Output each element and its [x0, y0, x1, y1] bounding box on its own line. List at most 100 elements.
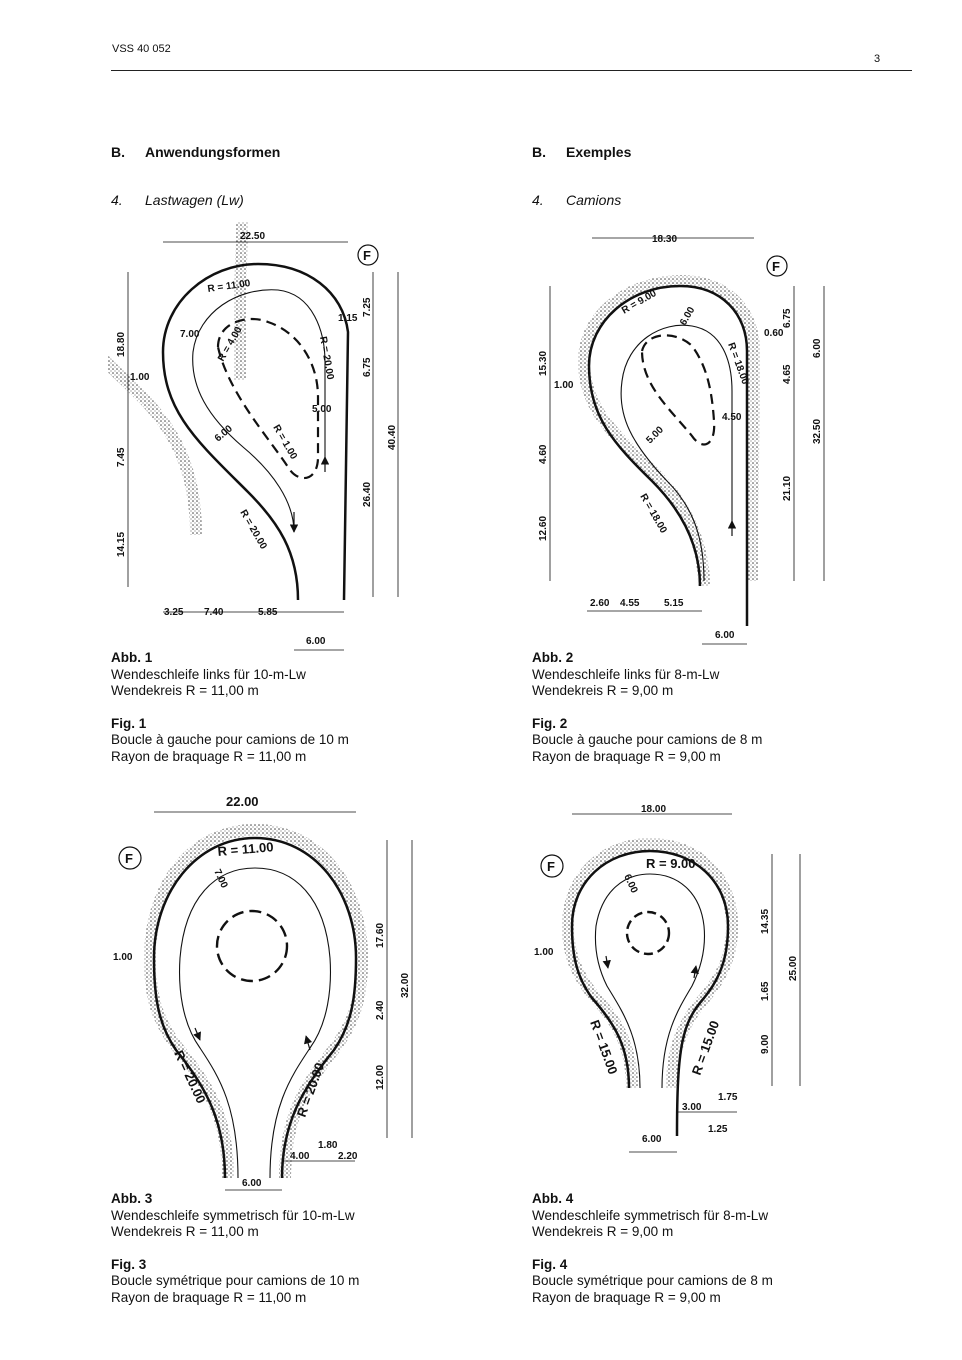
abb-4-title: Abb. 4 [532, 1191, 574, 1206]
fig1-outer-edge [161, 262, 350, 601]
left-sub-number: 4. [111, 192, 123, 208]
fig-1-title: Fig. 1 [111, 715, 147, 731]
fig1-b585-label: 5.85 [258, 607, 278, 618]
fig3-b400-label: 4.00 [290, 1151, 310, 1162]
fig2-outer-edge [587, 284, 749, 626]
fig3-direction-arrow-left [193, 1027, 201, 1041]
fig1-d100-label: 1.00 [130, 372, 150, 383]
fig4-b300-label: 3.00 [682, 1102, 702, 1113]
abb-1-line-1: Wendeschleife links für 10-m-Lw [111, 666, 306, 682]
fig3-width-label: 22.00 [226, 794, 259, 809]
left-section-letter: B. [111, 144, 125, 160]
fig4-direction-arrow-right [690, 965, 699, 979]
abb-2-line-2: Wendekreis R = 9,00 m [532, 683, 674, 698]
fig4-r-right-label: R = 15.00 [689, 1019, 723, 1077]
fig3-b180-label: 1.80 [318, 1140, 338, 1151]
fig1-h745-label: 7.45 [116, 447, 127, 467]
fig1-b325-label: 3.25 [164, 607, 184, 618]
fig-4-line-2: Rayon de braquage R = 9,00 m [532, 1289, 721, 1305]
figure-2-caption: Abb. 2 Wendeschleife links für 8-m-Lw We… [532, 650, 932, 765]
fig1-b740-label: 7.40 [204, 607, 224, 618]
fig-2-line-2: Rayon de braquage R = 9,00 m [532, 748, 721, 764]
fig-3-title: Fig. 3 [111, 1256, 147, 1272]
fig1-f-letter: F [363, 248, 371, 263]
figure-4-drawing: F 18.00 R = 9.00 6.00 1.00 R = 15.00 R =… [534, 804, 801, 1153]
fig2-d100-label: 1.00 [554, 380, 574, 391]
fig1-width-label: 22.50 [240, 231, 265, 242]
fig4-f-marker [540, 854, 564, 878]
fig3-h3200-label: 32.00 [400, 973, 411, 998]
abb-1-title: Abb. 1 [111, 650, 153, 665]
fig4-d100-label: 1.00 [534, 947, 554, 958]
fig2-h3250-label: 32.50 [812, 419, 823, 444]
abb-2-title: Abb. 2 [532, 650, 574, 665]
fig3-f-letter: F [125, 851, 133, 866]
fig3-b600-label: 6.00 [242, 1178, 262, 1189]
fig2-h2110-label: 21.10 [782, 476, 793, 501]
page-number: 3 [874, 53, 881, 65]
header-rule [111, 70, 912, 71]
fig4-width-label: 18.00 [641, 804, 666, 815]
abb-3-title: Abb. 3 [111, 1191, 153, 1206]
abb-2-line-1: Wendeschleife links für 8-m-Lw [532, 666, 720, 682]
fig1-d700-label: 7.00 [180, 329, 200, 340]
fig-3-line-2: Rayon de braquage R = 11,00 m [111, 1289, 307, 1305]
fig1-h725-label: 7.25 [362, 297, 373, 317]
fig4-b600-label: 6.00 [642, 1134, 662, 1145]
fig1-r-small-label: R = 1.00 [270, 423, 299, 462]
abb-3-line-2: Wendekreis R = 11,00 m [111, 1224, 259, 1239]
fig2-f-marker [766, 255, 788, 277]
fig1-h675-label: 6.75 [362, 357, 373, 377]
figure-1-caption: Abb. 1 Wendeschleife links für 10-m-Lw W… [111, 650, 511, 765]
fig3-d100-label: 1.00 [113, 952, 133, 963]
figure-2-drawing: F 18.30 R = 9.00 6.00 R = 18.00 0.60 1.0… [538, 234, 825, 645]
fig-3-line-1: Boucle symétrique pour camions de 10 m [111, 1273, 360, 1288]
fig3-f-marker [118, 846, 142, 870]
fig3-b220-label: 2.20 [338, 1151, 358, 1162]
abb-4-line-1: Wendeschleife symmetrisch für 8-m-Lw [532, 1207, 769, 1223]
fig3-direction-arrow-right [304, 1035, 313, 1051]
right-section-letter: B. [532, 144, 546, 160]
fig2-h675-label: 6.75 [782, 308, 793, 328]
fig4-wheel-path [594, 873, 706, 1089]
fig4-r-outer-label: R = 9.00 [646, 856, 696, 871]
fig1-h1415-label: 14.15 [116, 532, 127, 557]
fig4-h165-label: 1.65 [760, 981, 771, 1001]
fig1-d500-label: 5.00 [312, 404, 332, 415]
fig3-d700-label: 7.00 [211, 868, 229, 891]
fig2-h465-label: 4.65 [782, 364, 793, 384]
fig2-h600-label: 6.00 [812, 338, 823, 358]
fig2-b260-label: 2.60 [590, 598, 610, 609]
fig2-h460-label: 4.60 [538, 444, 549, 464]
abb-3-line-1: Wendeschleife symmetrisch für 10-m-Lw [111, 1207, 355, 1223]
fig3-island [215, 909, 289, 983]
fig-4-line-1: Boucle symétrique pour camions de 8 m [532, 1273, 773, 1288]
fig2-shoulder-band [577, 274, 761, 587]
fig4-b175-label: 1.75 [718, 1092, 738, 1103]
fig1-f-marker [357, 244, 379, 266]
fig2-b455-label: 4.55 [620, 598, 640, 609]
figure-1-drawing: F 22.50 R = 11.00 R = 4.00 R = 20.00 R =… [108, 222, 399, 651]
fig2-b600-label: 6.00 [715, 630, 735, 641]
fig2-h1530-label: 15.30 [538, 351, 549, 376]
fig2-d600a-label: 6.00 [678, 305, 697, 328]
fig2-h1260-label: 12.60 [538, 516, 549, 541]
fig1-island [216, 317, 320, 480]
right-sub-title: Camions [566, 192, 622, 208]
fig1-r-side-label: R = 20.00 [317, 336, 335, 381]
right-section-title: Exemples [566, 144, 632, 160]
fig4-h900-label: 9.00 [760, 1034, 771, 1054]
abb-4-line-2: Wendekreis R = 9,00 m [532, 1224, 674, 1239]
right-sub-number: 4. [532, 192, 544, 208]
fig1-h2640-label: 26.40 [362, 482, 373, 507]
fig2-d450-label: 4.50 [722, 412, 742, 423]
fig1-h1880-label: 18.80 [116, 332, 127, 357]
fig1-h4040-label: 40.40 [387, 425, 398, 450]
abb-1-line-2: Wendekreis R = 11,00 m [111, 683, 259, 698]
fig1-b600-label: 6.00 [306, 636, 326, 647]
figure-4-caption: Abb. 4 Wendeschleife symmetrisch für 8-m… [532, 1191, 932, 1306]
fig1-shoulder-band [108, 222, 249, 536]
fig1-wheel-path [192, 289, 326, 533]
fig3-h1760-label: 17.60 [375, 923, 386, 948]
left-sub-title: Lastwagen (Lw) [145, 192, 244, 208]
